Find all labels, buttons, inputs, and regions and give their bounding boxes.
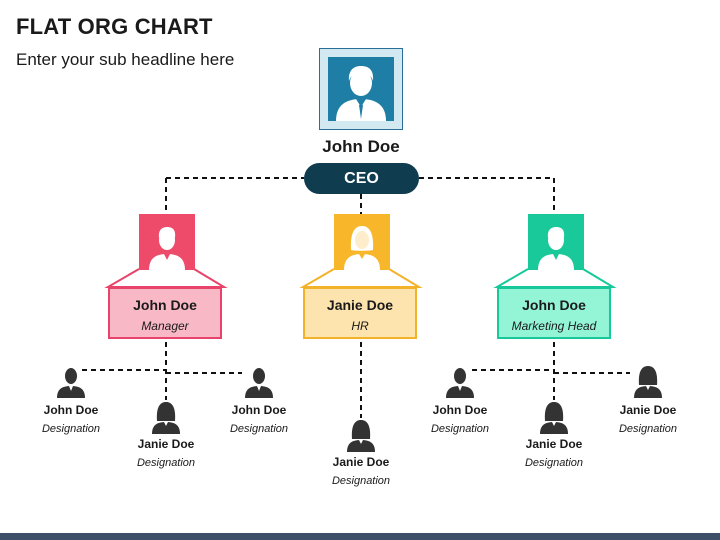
footer-bar [0, 533, 720, 540]
manager-3-box: John Doe Marketing Head [497, 287, 611, 339]
ceo-photo [319, 48, 403, 130]
male-avatar-icon [538, 227, 574, 270]
page-subtitle: Enter your sub headline here [16, 50, 235, 69]
manager-3-photo [528, 214, 584, 270]
female-person-icon [347, 420, 375, 452]
staff-1-1-designation: Designation [41, 423, 101, 435]
female-person-icon [540, 402, 568, 434]
male-avatar-icon [149, 227, 185, 270]
staff-1-3-name: John Doe [231, 403, 287, 417]
manager-3-name: John Doe [522, 297, 586, 313]
female-avatar-icon [344, 226, 380, 270]
ceo-role-badge: CEO [304, 163, 419, 194]
ceo-name: John Doe [322, 137, 400, 156]
manager-2-name: Janie Doe [326, 297, 394, 313]
manager-2-photo [334, 214, 390, 270]
staff-3-1-name: John Doe [432, 403, 488, 417]
manager-1-photo [139, 214, 195, 270]
male-person-icon [446, 368, 474, 398]
manager-1-role: Manager [141, 319, 189, 333]
staff-2-1-name: Janie Doe [332, 455, 390, 469]
staff-1-1-name: John Doe [43, 403, 99, 417]
frame-manager-2 [299, 268, 423, 288]
manager-1-name: John Doe [133, 297, 197, 313]
frame-manager-3 [493, 268, 617, 288]
staff-3-3-designation: Designation [618, 423, 678, 435]
frame-manager-1 [104, 268, 228, 288]
female-person-icon [634, 366, 662, 398]
staff-3-1-designation: Designation [430, 423, 490, 435]
male-avatar-icon [336, 66, 386, 121]
staff-3-3-name: Janie Doe [619, 403, 677, 417]
staff-3-2-name: Janie Doe [525, 437, 583, 451]
male-person-icon [57, 368, 85, 398]
manager-1-box: John Doe Manager [108, 287, 222, 339]
staff-1-3-designation: Designation [229, 423, 289, 435]
male-person-icon [245, 368, 273, 398]
manager-2-role: HR [351, 319, 369, 333]
staff-1-2-designation: Designation [136, 457, 196, 469]
manager-2-box: Janie Doe HR [303, 287, 417, 339]
page-title: FLAT ORG CHART [16, 14, 213, 39]
staff-1-2-name: Janie Doe [137, 437, 195, 451]
staff-3-2-designation: Designation [524, 457, 584, 469]
female-person-icon [152, 402, 180, 434]
manager-3-role: Marketing Head [511, 319, 597, 333]
staff-2-1-designation: Designation [331, 475, 391, 487]
